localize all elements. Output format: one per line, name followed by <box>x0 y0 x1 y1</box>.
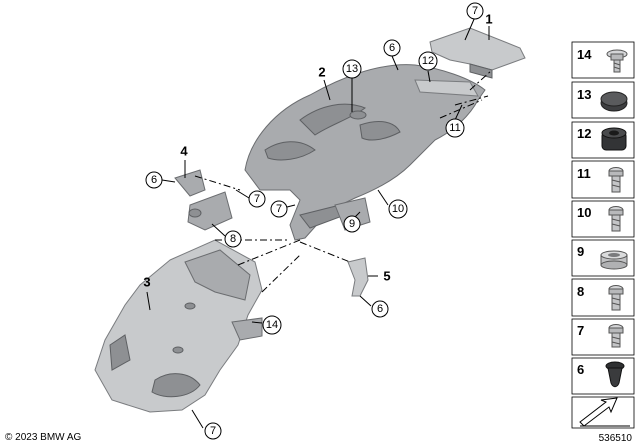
screw-icon <box>608 324 624 348</box>
callout-8: 8 <box>224 230 242 248</box>
legend-item-12: 12 <box>577 126 627 151</box>
spacer-ring-icon <box>600 250 628 270</box>
part-3-plate-holder <box>94 239 263 413</box>
svg-text:13: 13 <box>577 87 591 102</box>
svg-text:4: 4 <box>180 144 188 159</box>
svg-text:7: 7 <box>577 323 584 338</box>
screw-icon <box>608 206 624 232</box>
callout-7-bottom: 7 <box>204 422 222 440</box>
svg-text:9: 9 <box>349 218 355 230</box>
callout-3: 3 <box>143 275 150 290</box>
legend-item-7: 7 <box>577 323 624 348</box>
copyright-text: © 2023 BMW AG <box>5 432 82 443</box>
legend-item-10: 10 <box>577 205 624 232</box>
callout-2: 2 <box>318 65 325 80</box>
callout-10: 10 <box>388 199 408 219</box>
expanding-rivet-icon <box>605 361 625 388</box>
callout-13: 13 <box>342 59 362 79</box>
callout-5: 5 <box>383 269 390 284</box>
legend-item-11: 11 <box>577 166 624 193</box>
part-2-rear-fender <box>244 64 486 241</box>
callout-7-mid: 7 <box>270 200 288 218</box>
svg-text:14: 14 <box>266 319 278 331</box>
legend-item-8: 8 <box>577 284 624 311</box>
part-1-bracket <box>429 27 526 79</box>
svg-text:5: 5 <box>383 269 390 284</box>
callout-14: 14 <box>262 315 282 335</box>
legend-item-13: 13 <box>577 87 628 112</box>
svg-text:7: 7 <box>210 425 216 437</box>
svg-text:7: 7 <box>254 193 260 205</box>
svg-text:6: 6 <box>377 303 383 315</box>
arrow-direction-icon <box>579 397 630 427</box>
svg-text:8: 8 <box>230 233 236 245</box>
callout-11: 11 <box>445 118 465 138</box>
flange-screw-icon <box>606 49 628 73</box>
svg-text:1: 1 <box>485 12 492 27</box>
screw-icon <box>608 285 624 311</box>
svg-text:3: 3 <box>143 275 150 290</box>
svg-text:6: 6 <box>389 42 395 54</box>
grommet-icon <box>601 127 627 151</box>
svg-text:6: 6 <box>577 362 584 377</box>
legend-item-9: 9 <box>577 244 628 270</box>
plug-cap-icon <box>600 91 628 112</box>
legend-item-14: 14 <box>577 47 628 73</box>
callout-6-right: 6 <box>371 300 389 318</box>
screw-icon <box>608 167 624 193</box>
svg-text:10: 10 <box>577 205 591 220</box>
callout-7-top: 7 <box>466 2 484 20</box>
legend-item-6: 6 <box>577 361 625 388</box>
part-8-mount <box>187 191 233 231</box>
svg-text:13: 13 <box>346 63 358 75</box>
callout-12: 12 <box>418 51 438 71</box>
svg-text:10: 10 <box>392 203 404 215</box>
callout-4: 4 <box>180 144 188 159</box>
svg-text:7: 7 <box>276 203 282 215</box>
callout-9: 9 <box>343 215 361 233</box>
svg-text:7: 7 <box>472 5 478 17</box>
svg-text:2: 2 <box>318 65 325 80</box>
legend-item-arrow <box>579 397 630 427</box>
callout-6-top: 6 <box>383 39 401 57</box>
svg-text:11: 11 <box>577 166 591 181</box>
diagram-id: 536510 <box>599 433 633 444</box>
svg-text:12: 12 <box>577 126 591 141</box>
part-4-bracket <box>174 169 206 197</box>
parts-legend: 14 13 12 11 <box>571 41 635 429</box>
callout-7-left: 7 <box>248 190 266 208</box>
svg-text:8: 8 <box>577 284 584 299</box>
svg-text:14: 14 <box>577 47 592 62</box>
callout-1: 1 <box>485 12 492 27</box>
svg-text:11: 11 <box>449 122 460 134</box>
svg-text:6: 6 <box>151 174 157 186</box>
part-5-bracket <box>347 257 369 297</box>
svg-text:9: 9 <box>577 244 584 259</box>
svg-text:12: 12 <box>422 55 434 67</box>
callout-6-left: 6 <box>145 171 163 189</box>
